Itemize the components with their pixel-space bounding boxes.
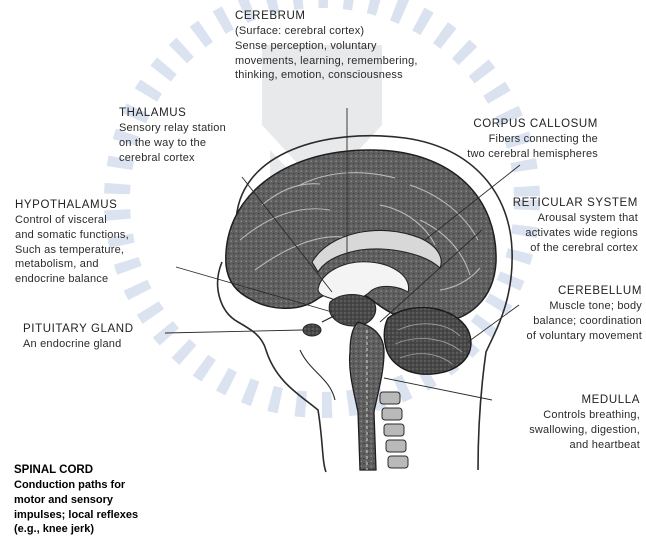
thalamus-desc: Sensory relay station on the way to the … [119,121,226,165]
hypothalamus-desc: Control of visceral and somatic function… [15,213,129,286]
label-hypothalamus: HYPOTHALAMUS Control of visceral and som… [15,198,129,286]
reticular-system-desc: Arousal system that activates wide regio… [468,211,638,255]
cerebellum-desc: Muscle tone; body balance; coordination … [470,299,642,343]
label-spinal-cord: SPINAL CORD Conduction paths for motor a… [14,463,138,537]
spinal-cord-desc: Conduction paths for motor and sensory i… [14,478,138,537]
label-pituitary-gland: PITUITARY GLAND An endocrine gland [23,322,134,352]
label-medulla: MEDULLA Controls breathing, swallowing, … [480,393,640,452]
thalamus-shape [329,295,376,327]
label-cerebellum: CEREBELLUM Muscle tone; body balance; co… [470,284,642,343]
label-cerebrum: CEREBRUM (Surface: cerebral cortex) Sens… [235,9,418,83]
label-thalamus: THALAMUS Sensory relay station on the wa… [119,106,226,165]
corpus-callosum-desc: Fibers connecting the two cerebral hemis… [432,132,598,161]
thalamus-title: THALAMUS [119,106,226,121]
reticular-system-title: RETICULAR SYSTEM [468,196,638,211]
medulla-title: MEDULLA [480,393,640,408]
medulla-desc: Controls breathing, swallowing, digestio… [480,408,640,452]
cerebrum-title: CEREBRUM [235,9,418,24]
pituitary-gland-desc: An endocrine gland [23,337,134,352]
cerebrum-desc: (Surface: cerebral cortex) Sense percept… [235,24,418,83]
corpus-callosum-title: CORPUS CALLOSUM [432,117,598,132]
hypothalamus-title: HYPOTHALAMUS [15,198,129,213]
spinal-cord-title: SPINAL CORD [14,463,138,478]
cerebellum-title: CEREBELLUM [470,284,642,299]
label-corpus-callosum: CORPUS CALLOSUM Fibers connecting the tw… [432,117,598,162]
label-reticular-system: RETICULAR SYSTEM Arousal system that act… [468,196,638,255]
pituitary-gland-title: PITUITARY GLAND [23,322,134,337]
vertebrae [380,392,408,468]
pituitary-shape [303,324,321,336]
